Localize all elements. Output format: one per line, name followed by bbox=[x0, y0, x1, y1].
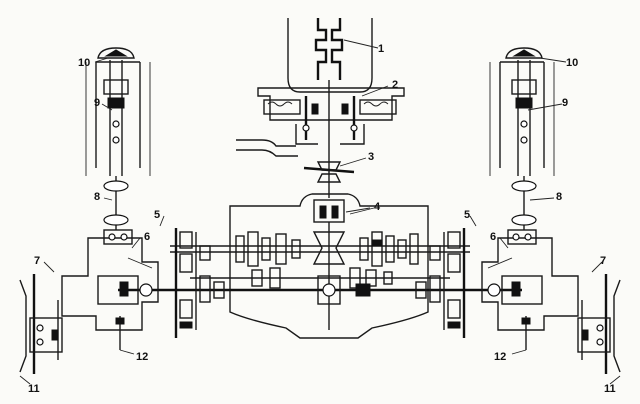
final-drive-left bbox=[159, 215, 225, 338]
callout-12-left: 12 bbox=[136, 351, 148, 363]
callouts: 1 2 3 4 5 5 6 6 7 7 8 8 9 9 10 10 11 11 … bbox=[28, 43, 616, 395]
column-left bbox=[85, 60, 151, 176]
coupling-left bbox=[103, 176, 129, 230]
callout-11-left: 11 bbox=[28, 383, 40, 395]
wheel-left bbox=[19, 279, 31, 385]
callout-4: 4 bbox=[374, 201, 381, 213]
clutch-lever bbox=[236, 139, 298, 157]
callout-9-left: 9 bbox=[94, 97, 100, 109]
callout-5-left: 5 bbox=[154, 209, 160, 221]
engine-housing bbox=[287, 18, 379, 100]
callout-7-right: 7 bbox=[600, 255, 606, 267]
differential bbox=[312, 231, 371, 305]
wheel-right bbox=[609, 279, 621, 385]
wheel-hub-left bbox=[29, 274, 63, 374]
leader-lines bbox=[43, 57, 603, 273]
callout-9-right: 9 bbox=[562, 97, 568, 109]
callout-1: 1 bbox=[378, 43, 384, 55]
callout-6-left: 6 bbox=[144, 231, 150, 243]
callout-6-right: 6 bbox=[490, 231, 496, 243]
callout-2: 2 bbox=[392, 79, 398, 91]
cap-right bbox=[500, 47, 544, 63]
lower-pin-left bbox=[115, 316, 135, 355]
column-right bbox=[489, 60, 555, 176]
coupling-right bbox=[511, 176, 537, 230]
gearbox-housing bbox=[229, 193, 429, 339]
lower-pin-right bbox=[511, 316, 531, 355]
callout-7-left: 7 bbox=[34, 255, 40, 267]
callout-11-right: 11 bbox=[604, 383, 616, 395]
callout-8-left: 8 bbox=[94, 191, 100, 203]
side-housing-right bbox=[481, 229, 579, 331]
clutch-assembly bbox=[257, 85, 405, 160]
callout-10-left: 10 bbox=[78, 57, 90, 69]
callout-10-right: 10 bbox=[566, 57, 578, 69]
callout-8-right: 8 bbox=[556, 191, 562, 203]
final-drive-right bbox=[415, 215, 477, 338]
gear-set bbox=[235, 231, 419, 289]
side-housing-left bbox=[61, 229, 159, 331]
cap-left bbox=[96, 47, 140, 63]
callout-3: 3 bbox=[368, 151, 374, 163]
callout-12-right: 12 bbox=[494, 351, 506, 363]
callout-5-right: 5 bbox=[464, 209, 470, 221]
wheel-hub-right bbox=[577, 274, 611, 374]
cardan-shaft bbox=[303, 157, 367, 198]
